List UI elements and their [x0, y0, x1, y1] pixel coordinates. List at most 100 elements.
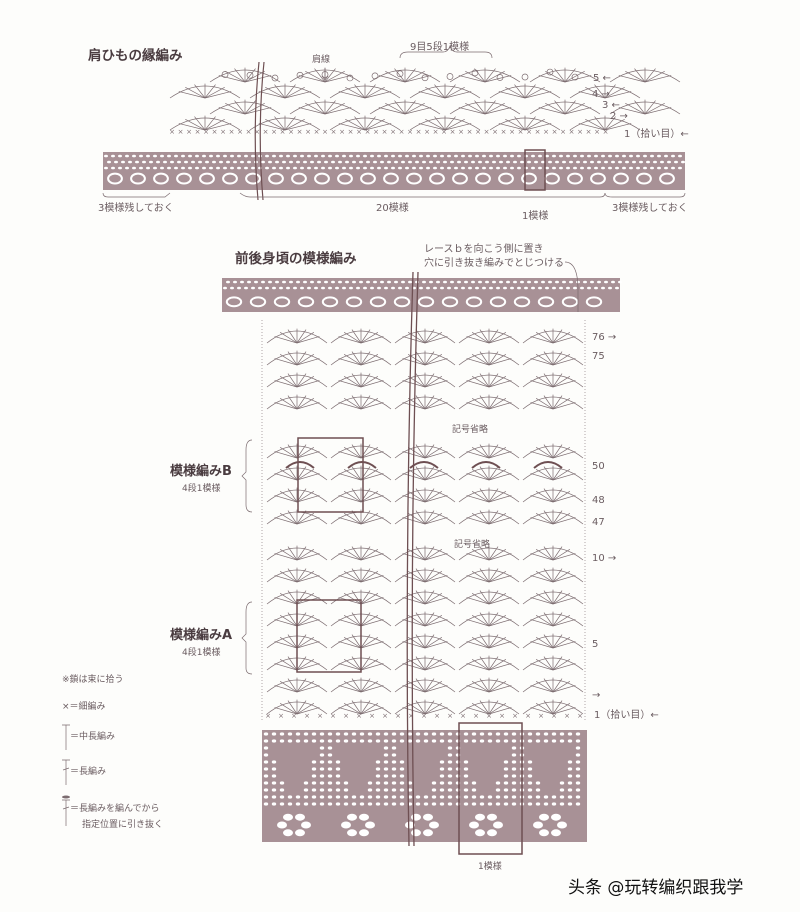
lace-hole — [282, 280, 286, 284]
lace-hole — [604, 160, 608, 164]
lace-hole — [219, 160, 223, 164]
stitch-line — [279, 447, 298, 459]
lace-hole — [327, 732, 333, 736]
stitch-line — [296, 615, 315, 627]
lace-hole — [391, 753, 397, 757]
lace-hole — [303, 781, 309, 785]
stitch-line — [488, 637, 507, 649]
single-crochet-mark: × — [280, 128, 286, 136]
strap-title: 肩ひもの縁編み — [88, 48, 183, 64]
lace-hole — [343, 739, 349, 743]
stitch-line — [552, 466, 563, 481]
lace-hole — [314, 286, 318, 290]
stitch-line — [424, 513, 443, 525]
single-crochet-mark: × — [288, 128, 294, 136]
stitch-line — [424, 637, 443, 649]
lace-hole — [286, 286, 290, 290]
lace-hole — [471, 802, 477, 806]
lace-hole — [153, 166, 157, 170]
lace-hole — [328, 154, 332, 158]
lace-hole — [471, 781, 477, 785]
lace-hole — [265, 154, 269, 158]
stitch-line — [385, 70, 406, 83]
stitch-line — [530, 597, 554, 605]
lace-hole — [492, 280, 496, 284]
picot-mark — [571, 73, 579, 81]
stitch-line — [296, 473, 320, 481]
single-crochet-mark: × — [399, 128, 405, 136]
stitch-line — [296, 402, 320, 410]
lace-hole — [567, 739, 573, 743]
lace-hole — [335, 760, 341, 764]
stitch-line — [360, 678, 371, 693]
stitch-line — [385, 102, 406, 115]
lace-hole — [177, 160, 181, 164]
stitch-line — [424, 376, 443, 388]
lace-petal — [277, 821, 287, 829]
lace-hole — [527, 160, 531, 164]
lace-hole — [367, 795, 373, 799]
lace-hole — [646, 160, 650, 164]
lace-hole — [351, 732, 357, 736]
stitch-line — [543, 634, 554, 649]
stitch-line — [360, 571, 379, 583]
lace-hole — [405, 286, 409, 290]
stitch-line — [364, 123, 392, 131]
lace-hole — [263, 760, 269, 764]
stitch-line — [479, 634, 490, 649]
stitch-line — [604, 116, 616, 131]
stitch-line — [360, 637, 379, 649]
lace-hole — [370, 286, 374, 290]
lace-hole — [287, 739, 293, 743]
stitch-line — [538, 75, 566, 83]
highlight-arc — [285, 461, 315, 469]
single-crochet-mark: × — [382, 712, 388, 720]
lace-hole — [366, 280, 370, 284]
lace-hole — [489, 286, 493, 290]
stitch-line — [218, 75, 246, 83]
stitch-line — [458, 107, 486, 115]
stitch-line — [564, 100, 576, 115]
stitch-line — [552, 447, 571, 459]
lace-hole — [496, 154, 500, 158]
lace-hole — [597, 280, 601, 284]
stitch-line — [552, 373, 563, 388]
lace-hole — [548, 280, 552, 284]
lace-petal — [411, 813, 421, 821]
stitch-line — [360, 376, 379, 388]
lace-hole — [535, 732, 541, 736]
lace-hole — [541, 160, 545, 164]
stitch-line — [343, 659, 362, 671]
lace-hole — [475, 166, 479, 170]
lace-hole — [399, 732, 405, 736]
stitch-line — [296, 513, 315, 525]
stitch-line — [178, 123, 206, 131]
stitch-line — [466, 358, 490, 366]
stitch-line — [345, 118, 366, 131]
lace-hole — [482, 154, 486, 158]
lace-hole — [324, 160, 328, 164]
stitch-line — [338, 473, 362, 481]
highlight-arc — [471, 461, 501, 469]
stitch-line — [415, 510, 426, 525]
stitch-line — [543, 568, 554, 583]
single-crochet-mark: × — [348, 128, 354, 136]
lace-hole — [391, 767, 397, 771]
lace-hole — [487, 732, 493, 736]
stitch-line — [338, 336, 362, 344]
lace-hole — [587, 166, 591, 170]
lace-hole — [551, 739, 557, 743]
stitch-line — [564, 107, 592, 115]
stitch-line — [360, 380, 384, 388]
lace-hole — [567, 802, 573, 806]
lace-hole — [527, 781, 533, 785]
stitch-line — [274, 641, 298, 649]
stitch-line — [279, 681, 298, 693]
lace-hole — [527, 280, 531, 284]
strap-right-note: 3模様残しておく — [612, 203, 688, 214]
stitch-line — [404, 68, 416, 83]
stitch-line — [465, 70, 486, 83]
lace-hole — [496, 286, 500, 290]
lace-hole — [293, 154, 297, 158]
single-crochet-mark: × — [291, 712, 297, 720]
